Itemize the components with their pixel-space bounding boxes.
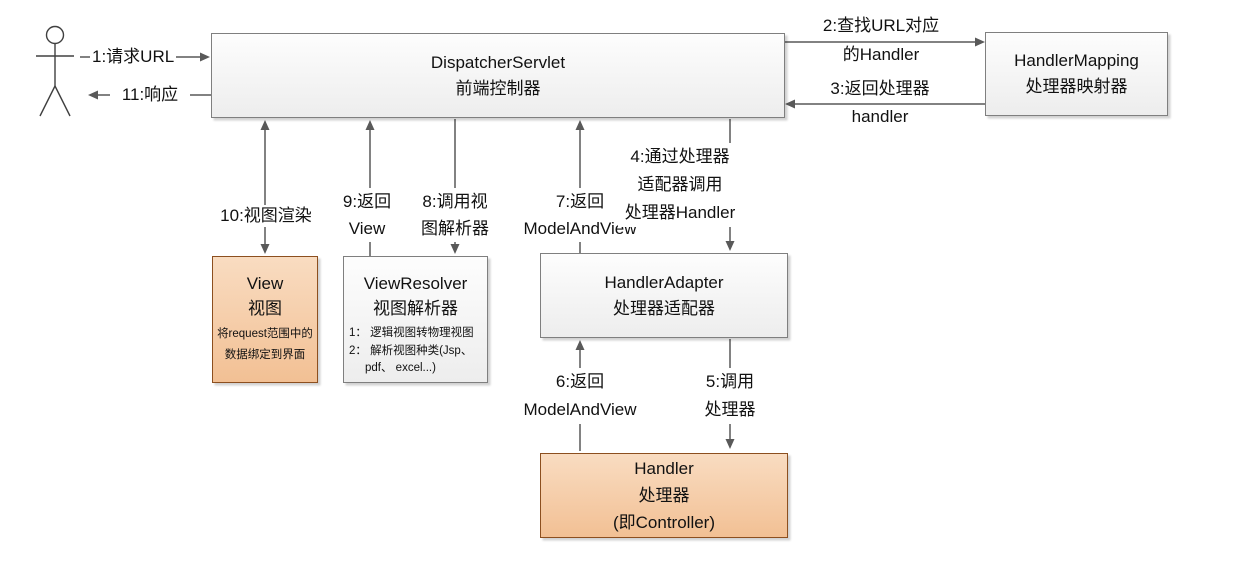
label-step5-line1: 5:调用 xyxy=(705,372,755,391)
label-step11: 11:响应 xyxy=(110,84,190,106)
view-resolver-notes: 1： 逻辑视图转物理视图 2： 解析视图种类(Jsp、 pdf、 excel..… xyxy=(344,325,474,378)
arrow-step10 xyxy=(260,120,270,254)
view-resolver-note-3: pdf、 excel...) xyxy=(365,362,436,374)
dispatcher-servlet-box: DispatcherServlet 前端控制器 xyxy=(211,33,785,118)
label-step9-line2: View xyxy=(348,219,386,238)
handler-mapping-subtitle: 处理器映射器 xyxy=(1025,77,1128,96)
actor-icon xyxy=(36,25,74,117)
view-resolver-note-2: 2： 解析视图种类(Jsp、 xyxy=(349,344,473,357)
label-step4-line3: 处理器Handler xyxy=(624,203,736,222)
label-step6: 6:返回 ModelAndView xyxy=(518,368,642,424)
label-step9: 9:返回 View xyxy=(329,188,405,242)
view-box: View 视图 将request范围中的 数据绑定到界面 xyxy=(212,256,318,383)
handler-subtitle: 处理器 xyxy=(638,486,690,505)
label-step9-line1: 9:返回 xyxy=(342,192,392,211)
label-step8: 8:调用视 图解析器 xyxy=(405,188,505,242)
handler-box: Handler 处理器 (即Controller) xyxy=(540,453,788,538)
dispatcher-servlet-name: DispatcherServlet xyxy=(430,52,566,72)
label-step4: 4:通过处理器 适配器调用 处理器Handler xyxy=(618,143,742,227)
handler-mapping-box: HandlerMapping 处理器映射器 xyxy=(985,32,1168,116)
view-name: View xyxy=(246,274,284,293)
handler-controller-note: (即Controller) xyxy=(612,513,716,532)
label-step2-line1: 2:查找URL对应 xyxy=(822,16,940,35)
view-resolver-subtitle: 视图解析器 xyxy=(373,299,458,318)
label-step7-line2: ModelAndView xyxy=(523,219,637,238)
label-step7-line1: 7:返回 xyxy=(555,192,605,211)
label-step5-line2: 处理器 xyxy=(704,400,756,419)
view-resolver-note-1: 1： 逻辑视图转物理视图 xyxy=(349,327,474,339)
label-step3-line1: 3:返回处理器 xyxy=(830,79,930,98)
view-resolver-box: ViewResolver 视图解析器 1： 逻辑视图转物理视图 2： 解析视图种… xyxy=(343,256,488,383)
arrow-step2 xyxy=(785,37,985,47)
label-step6-line1: 6:返回 xyxy=(555,372,605,391)
label-step6-line2: ModelAndView xyxy=(523,400,637,419)
handler-name: Handler xyxy=(634,459,694,478)
view-note-1: 将request范围中的 xyxy=(217,328,313,340)
handler-adapter-subtitle: 处理器适配器 xyxy=(613,298,715,318)
view-subtitle: 视图 xyxy=(248,299,282,318)
label-step4-line1: 4:通过处理器 xyxy=(630,147,730,166)
view-note-2: 数据绑定到界面 xyxy=(224,349,306,361)
handler-mapping-name: HandlerMapping xyxy=(1014,51,1139,70)
label-step2-line2: 的Handler xyxy=(842,45,920,64)
view-resolver-name: ViewResolver xyxy=(363,274,468,293)
label-step1: 1:请求URL xyxy=(90,46,177,68)
label-step3-line2: handler xyxy=(851,107,909,126)
label-step8-line2: 图解析器 xyxy=(421,219,489,238)
dispatcher-servlet-subtitle: 前端控制器 xyxy=(455,78,541,98)
label-step8-line1: 8:调用视 xyxy=(422,192,488,211)
label-step4-line2: 适配器调用 xyxy=(637,175,723,194)
label-step10: 10:视图渲染 xyxy=(210,205,322,227)
label-step5: 5:调用 处理器 xyxy=(688,368,772,424)
handler-adapter-box: HandlerAdapter 处理器适配器 xyxy=(540,253,788,338)
handler-adapter-name: HandlerAdapter xyxy=(604,272,724,292)
arrow-step3 xyxy=(785,99,985,109)
